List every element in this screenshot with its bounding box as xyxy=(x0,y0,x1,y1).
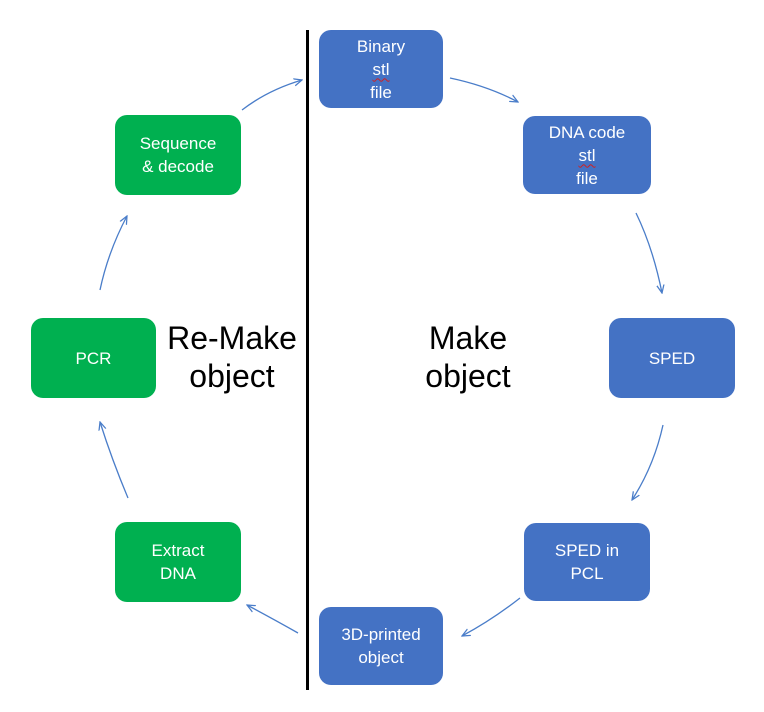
remake-label-line2: object xyxy=(189,358,275,394)
arrow-extract-to-pcr xyxy=(100,422,129,499)
node-sped-line1: SPED xyxy=(648,348,696,368)
arrow-pcr-to-sequence xyxy=(99,216,127,291)
node-spedpcl-line2: PCL xyxy=(570,564,604,583)
remake-label-line1: Re-Make xyxy=(167,320,297,356)
node-extract-line2: DNA xyxy=(160,564,196,583)
center-divider xyxy=(306,30,309,690)
node-3d-printed-object: 3D-printed object xyxy=(319,607,443,685)
arrow-sequence-to-binary xyxy=(241,80,302,111)
node-dnacode-line1: DNA code xyxy=(548,122,626,142)
node-printed-line2: object xyxy=(358,648,404,667)
arrow-printed-to-extract xyxy=(247,605,299,634)
node-dna-code-stl-file: DNA code stl file xyxy=(523,116,651,194)
node-pcr: PCR xyxy=(31,318,156,398)
node-dnacode-word1: stl xyxy=(578,145,596,165)
node-sequence-decode: Sequence & decode xyxy=(115,115,241,195)
node-binary-word1: Binary xyxy=(356,36,406,56)
make-label-line1: Make xyxy=(428,320,508,356)
arrow-spedpcl-to-printed xyxy=(462,597,521,636)
node-extract-dna: Extract DNA xyxy=(115,522,241,602)
node-pcr-line1: PCR xyxy=(75,348,112,368)
node-extract-line1: Extract xyxy=(151,541,205,560)
node-sped-in-pcl: SPED in PCL xyxy=(524,523,650,601)
make-label-line2: object xyxy=(425,358,511,394)
arrow-binary-to-dnacode xyxy=(449,77,518,102)
node-dnacode-word2: file xyxy=(576,168,598,188)
node-sequence-line2: & decode xyxy=(142,157,214,176)
node-sequence-line1: Sequence xyxy=(139,134,217,153)
node-binary-word2: stl xyxy=(372,59,390,79)
make-object-label: Make object xyxy=(398,319,538,395)
node-printed-line1: 3D-printed xyxy=(341,625,421,644)
node-binary-line2: file xyxy=(370,82,392,102)
node-binary-stl-file: Binary stl file xyxy=(319,30,443,108)
node-sped: SPED xyxy=(609,318,735,398)
node-spedpcl-line1: SPED in xyxy=(554,541,620,560)
arrow-sped-to-spedpcl xyxy=(632,424,664,500)
remake-object-label: Re-Make object xyxy=(156,319,308,395)
arrow-dnacode-to-sped xyxy=(635,212,662,293)
